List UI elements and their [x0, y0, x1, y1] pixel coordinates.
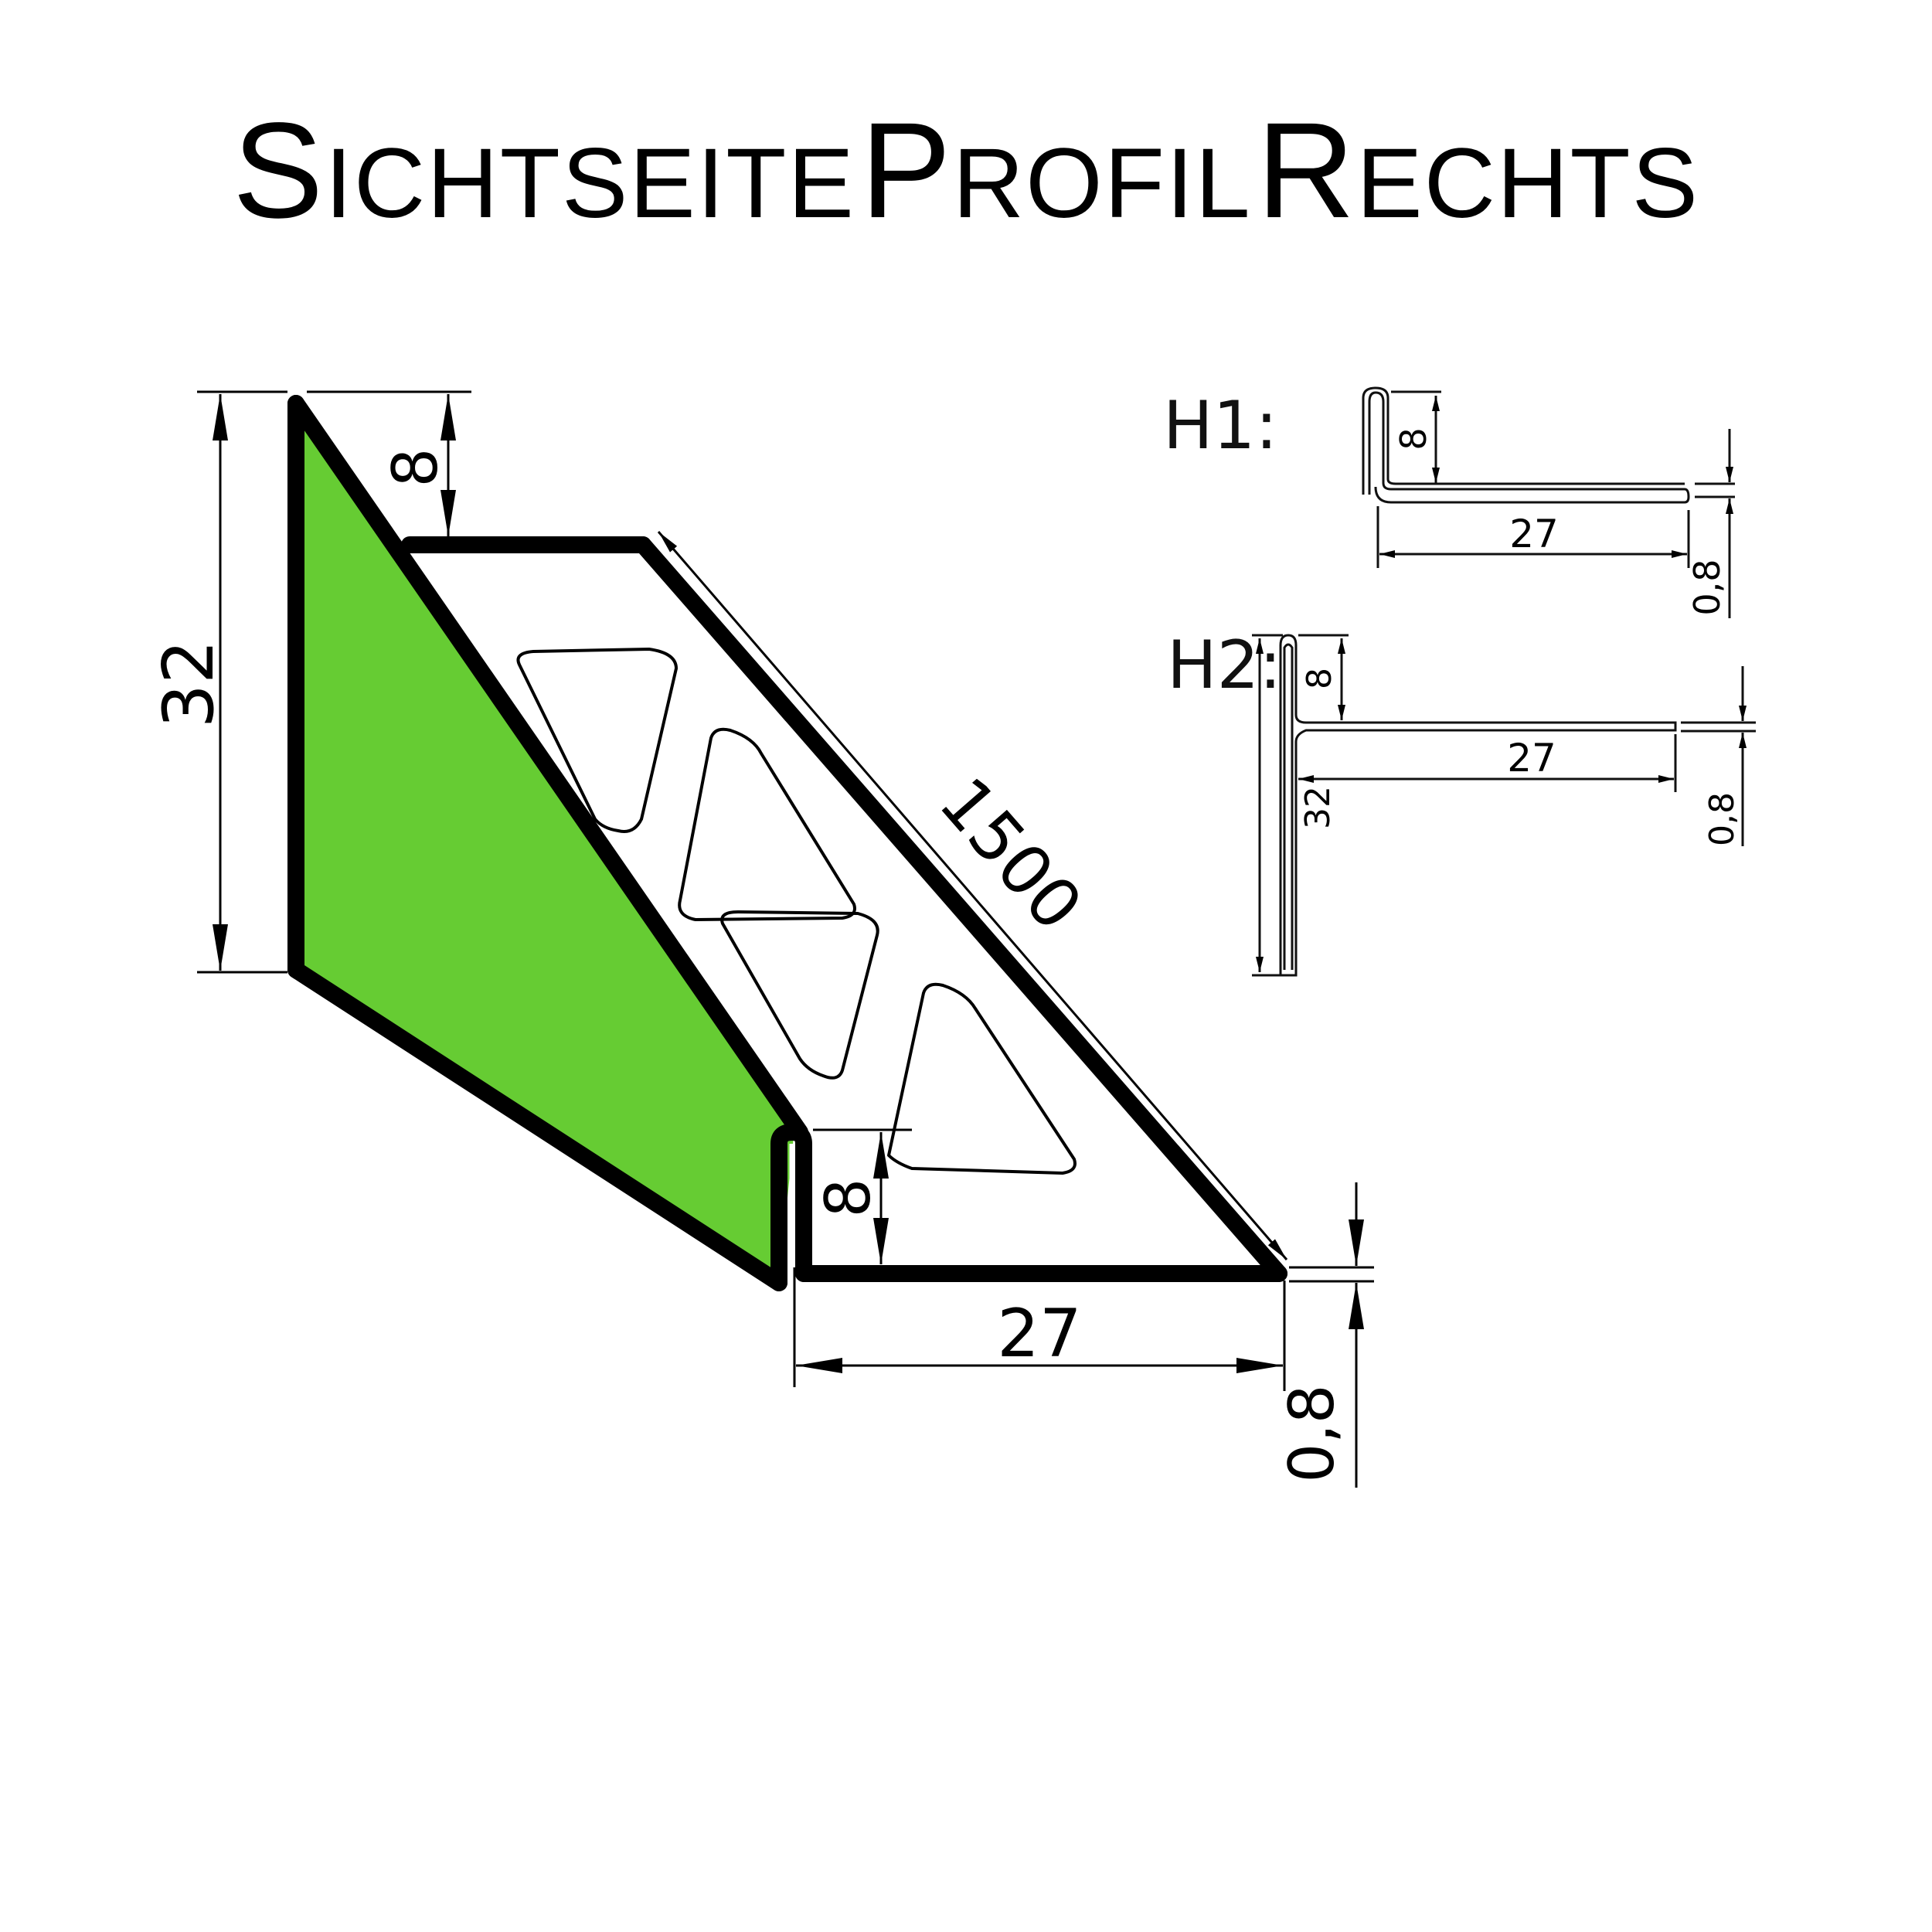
title-word-3-rest: ECHTS: [1356, 128, 1700, 239]
dim-label-height: 32: [148, 640, 230, 729]
title-word-1-rest: ICHTSEITE: [325, 128, 855, 239]
dim-height-32: [197, 390, 287, 974]
dim-length-1500: [657, 531, 1288, 1260]
dim-label-bottom-flange: 8: [812, 1179, 884, 1218]
title-word-3-initial: R: [1257, 95, 1357, 247]
dim-top-flange-8: [307, 390, 471, 536]
variant-h2: H2: 8 32 27 0,8: [1167, 627, 1756, 977]
variant-h1-label: H1:: [1163, 387, 1277, 464]
visible-face-green: [296, 402, 794, 1283]
h2-dim-width: 27: [1507, 736, 1556, 781]
title-word-1-initial: S: [232, 95, 325, 247]
h2-dim-height: 8: [1300, 668, 1339, 689]
dim-thickness-0-8: [1289, 1182, 1374, 1488]
dim-label-length: 1500: [924, 763, 1098, 946]
variant-h1: H1: 8 27 0,8: [1163, 386, 1735, 618]
dim-width-27: [793, 1267, 1286, 1391]
h2-dim-thickness: 0,8: [1702, 792, 1742, 846]
h2-dim-total-height: 32: [1298, 786, 1338, 829]
variant-h2-label: H2:: [1167, 627, 1281, 704]
dim-bottom-flange-8: [813, 1128, 912, 1264]
main-profile-drawing: 32 8 1500 8 27 0: [148, 390, 1374, 1488]
title-word-2-rest: ROFIL: [952, 128, 1252, 239]
dim-label-width: 27: [997, 1295, 1081, 1372]
title-word-2-initial: P: [860, 95, 953, 247]
dim-label-thickness: 0,8: [1276, 1384, 1348, 1482]
h1-dim-height: 8: [1393, 427, 1434, 450]
page-title: SICHTSEITE PROFIL RECHTS: [0, 93, 1932, 249]
h1-dim-width: 27: [1509, 512, 1559, 556]
dim-label-top-flange: 8: [379, 448, 451, 488]
h1-dim-thickness: 0,8: [1686, 559, 1728, 615]
